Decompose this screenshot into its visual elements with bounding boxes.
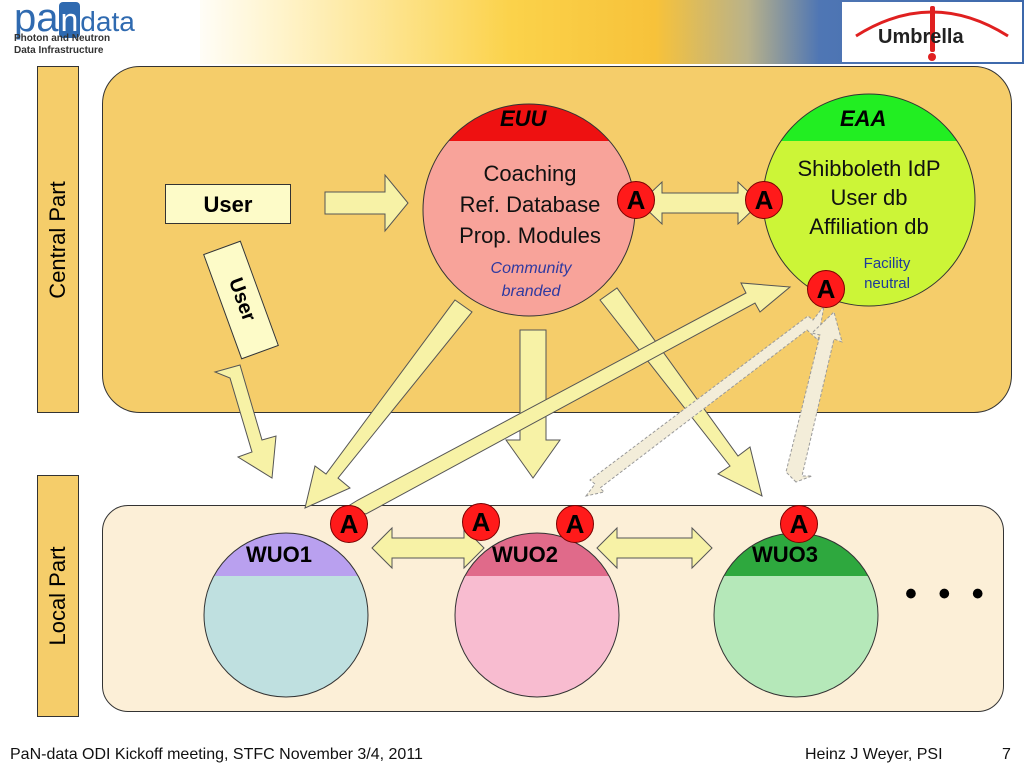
logo-subtitle: Photon and Neutron Data Infrastructure [14, 33, 110, 57]
logo-data: data [80, 6, 135, 37]
wuo3-label: WUO3 [752, 542, 818, 567]
euu-line-2: Ref. Database [459, 192, 601, 217]
logo-subtitle-line1: Photon and Neutron [14, 33, 111, 44]
euu-auth-badge: A [617, 181, 655, 219]
wuo2-label: WUO2 [492, 542, 558, 567]
wuo2-auth-badge-right: A [556, 505, 594, 543]
eaa-contents: Shibboleth IdP User db Affiliation db [772, 154, 966, 241]
euu-line-3: Prop. Modules [459, 223, 601, 248]
eaa-facility-line-1: Facility [863, 255, 911, 272]
umbrella-icon [855, 6, 1009, 61]
euu-community-line-1: Community [490, 260, 572, 277]
central-part-label: Central Part [37, 66, 79, 413]
arrow-wuo2-wuo3 [596, 526, 713, 570]
badge-label: A [789, 509, 809, 539]
arrow-euu-to-wuo3 [599, 287, 763, 497]
wuo2-auth-badge-left: A [462, 503, 500, 541]
badge-label: A [816, 274, 836, 304]
arrow-euu-to-wuo2 [505, 329, 561, 479]
local-part-label: Local Part [37, 475, 79, 717]
arrow-euu-eaa [639, 180, 761, 226]
umbrella-logo [842, 2, 1022, 62]
logo-wordmark: pandata [14, 0, 135, 42]
euu-title: EUU [500, 106, 547, 131]
footer-page-number: 7 [1002, 746, 1011, 763]
wuo1-label: WUO1 [246, 542, 312, 567]
eaa-auth-badge-left: A [745, 181, 783, 219]
more-ellipsis: • • • [905, 575, 990, 613]
arrow-wuo3-eaa-dashed [785, 311, 843, 483]
euu-community-note: Community branded [463, 257, 599, 303]
eaa-line-2: User db [830, 185, 908, 210]
euu-contents: Coaching Ref. Database Prop. Modules [430, 158, 630, 251]
eaa-facility-line-2: neutral [864, 275, 910, 292]
logo-subtitle-line2: Data Infrastructure [14, 45, 104, 56]
eaa-title: EAA [840, 106, 887, 131]
arrow-user-to-wuo1 [213, 364, 277, 479]
footer-event: PaN-data ODI Kickoff meeting, STFC Novem… [10, 746, 423, 763]
footer-author: Heinz J Weyer, PSI [805, 746, 943, 763]
badge-label: A [565, 509, 585, 539]
eaa-facility-note: Facility neutral [842, 254, 932, 294]
eaa-line-3: Affiliation db [809, 214, 929, 239]
logo-n: n [58, 2, 81, 38]
pandata-logo: pandata Photon and Neutron Data Infrastr… [0, 0, 200, 64]
header-bar: pandata Photon and Neutron Data Infrastr… [0, 0, 1024, 64]
arrow-wuo1-to-eaa [343, 282, 792, 515]
wuo1-auth-badge: A [330, 505, 368, 543]
wuo3-auth-badge: A [780, 505, 818, 543]
arrow-wuo2-eaa-dashed [584, 305, 825, 497]
umbrella-label: Umbrella [878, 26, 964, 48]
logo-pa: pa [14, 0, 59, 40]
badge-label: A [754, 185, 774, 215]
euu-community-line-2: branded [501, 283, 561, 300]
arrow-user-to-euu [324, 173, 409, 233]
eaa-line-1: Shibboleth IdP [797, 156, 941, 181]
arrow-euu-to-wuo1 [304, 299, 473, 509]
euu-line-1: Coaching [483, 161, 577, 186]
eaa-auth-badge-bottom: A [807, 270, 845, 308]
user-box-label: User [203, 192, 253, 217]
badge-label: A [626, 185, 646, 215]
arrow-wuo1-wuo2 [371, 526, 485, 570]
user-box: User [165, 184, 291, 224]
badge-label: A [471, 507, 491, 537]
badge-label: A [339, 509, 359, 539]
